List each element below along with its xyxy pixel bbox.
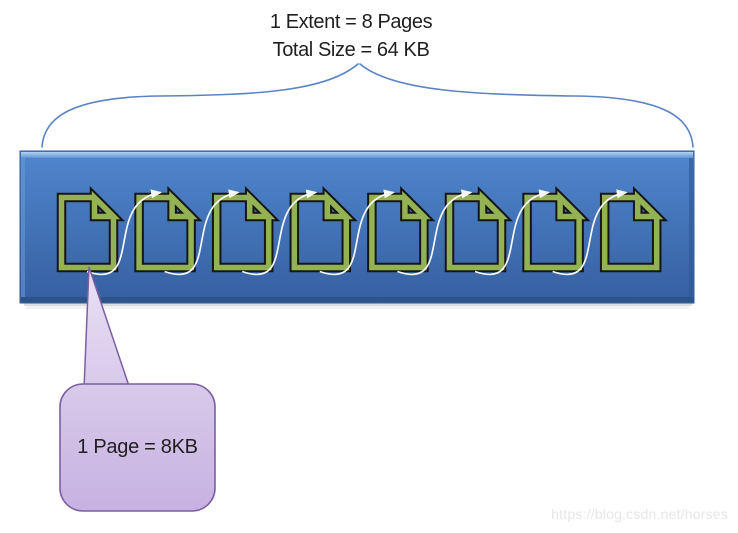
extent-shadow-soft	[26, 306, 690, 309]
extent-shadow	[24, 304, 692, 307]
watermark: https://blog.csdn.net/horses	[551, 506, 728, 522]
curly-brace-icon	[42, 64, 693, 147]
title-block: 1 Extent = 8 Pages Total Size = 64 KB	[0, 8, 702, 64]
callout-label: 1 Page = 8KB	[60, 384, 215, 511]
title-line-2: Total Size = 64 KB	[0, 36, 702, 64]
title-line-1: 1 Extent = 8 Pages	[0, 8, 702, 36]
